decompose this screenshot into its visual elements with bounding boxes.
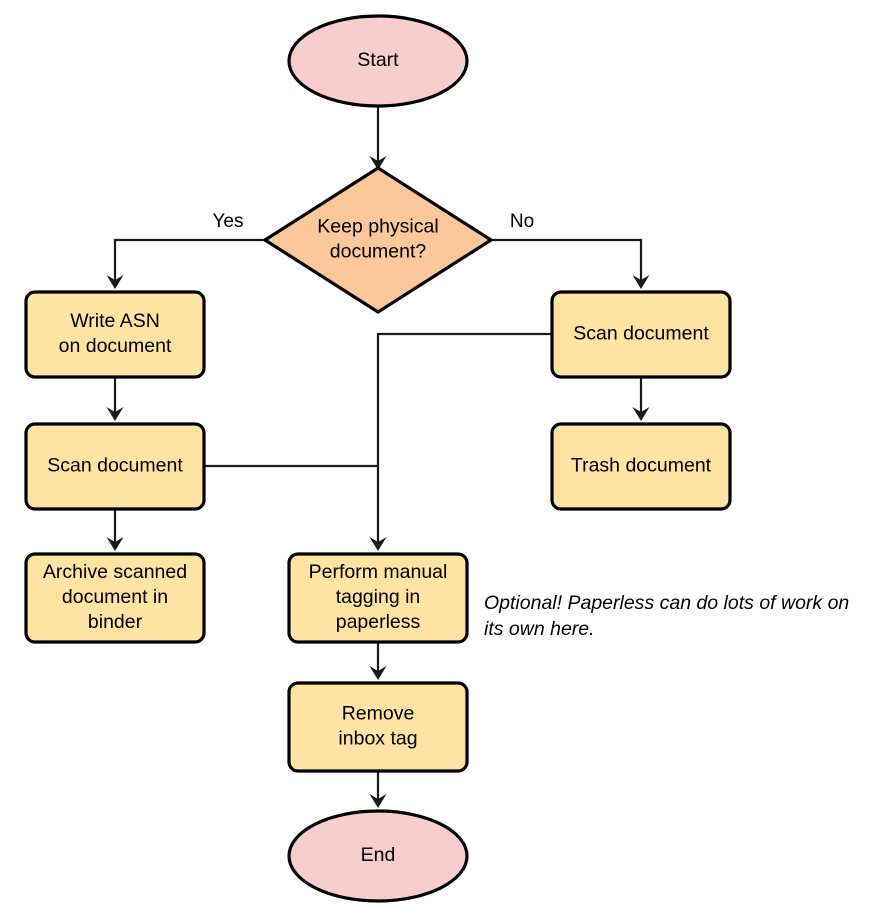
- edge-line: [376, 332, 552, 543]
- node-label: tagging in: [336, 586, 421, 608]
- arrowhead-icon: [369, 794, 387, 808]
- node-label: Perform manual: [309, 561, 448, 583]
- node-scan-left[interactable]: Scan document: [24, 422, 206, 511]
- edge-e-remove-end: [369, 771, 387, 808]
- process-shape[interactable]: [550, 422, 732, 511]
- edge-e-scanright-tagging: [369, 332, 552, 551]
- edge-e-scanleft-archive: [106, 509, 124, 551]
- process-shape[interactable]: [287, 552, 469, 644]
- edge-labels-layer: Yes No: [213, 211, 535, 232]
- annotation-optional-note: Optional! Paperless can do lots of work …: [484, 592, 849, 640]
- edge-e-decision-yes: [106, 238, 265, 289]
- edge-e-writeasn-scanleft: [106, 377, 124, 421]
- node-label: End: [361, 844, 396, 866]
- edges-layer: [106, 106, 650, 808]
- node-label: Archive scanned: [43, 561, 187, 583]
- process-shape[interactable]: [24, 290, 206, 379]
- edge-label-e-decision-yes: Yes: [213, 211, 244, 232]
- edge-e-scanright-trash: [632, 377, 650, 421]
- node-remove-inbox[interactable]: Remove inbox tag: [287, 681, 469, 773]
- terminator-shape[interactable]: [287, 14, 469, 108]
- node-label: document?: [330, 241, 427, 263]
- edge-label-e-decision-no: No: [510, 211, 534, 232]
- process-shape[interactable]: [287, 681, 469, 773]
- node-label: on document: [59, 335, 172, 357]
- edge-e-decision-no: [491, 238, 650, 289]
- annotations-layer: Optional! Paperless can do lots of work …: [484, 592, 849, 640]
- arrowhead-icon: [369, 666, 387, 680]
- node-start[interactable]: Start: [287, 14, 469, 108]
- process-shape[interactable]: [24, 552, 206, 644]
- node-decision[interactable]: Keep physical document?: [263, 166, 493, 314]
- arrowhead-icon: [632, 275, 650, 289]
- arrowhead-icon: [106, 275, 124, 289]
- node-label: inbox tag: [338, 728, 417, 750]
- node-end[interactable]: End: [287, 809, 469, 903]
- annotation-line: its own here.: [484, 618, 595, 640]
- arrowhead-icon: [106, 537, 124, 551]
- edge-e-start-decision: [369, 106, 387, 170]
- node-label: Trash document: [571, 455, 712, 477]
- node-label: Start: [357, 49, 399, 71]
- arrowhead-icon: [632, 407, 650, 421]
- node-label: Remove: [342, 703, 415, 725]
- decision-shape[interactable]: [263, 166, 493, 314]
- node-manual-tagging[interactable]: Perform manual tagging in paperless: [287, 552, 469, 644]
- process-shape[interactable]: [24, 422, 206, 511]
- arrowhead-icon: [106, 407, 124, 421]
- arrowhead-icon: [369, 156, 387, 170]
- node-label: Scan document: [573, 323, 709, 345]
- node-label: Write ASN: [70, 310, 160, 332]
- node-label: paperless: [336, 611, 421, 633]
- edge-line: [491, 238, 643, 281]
- node-label: Keep physical: [317, 216, 438, 238]
- arrowhead-icon: [369, 537, 387, 551]
- node-write-asn[interactable]: Write ASN on document: [24, 290, 206, 379]
- node-archive[interactable]: Archive scanned document in binder: [24, 552, 206, 644]
- node-scan-right[interactable]: Scan document: [550, 290, 732, 379]
- edge-line: [113, 238, 265, 281]
- node-label: binder: [88, 611, 143, 633]
- annotation-line: Optional! Paperless can do lots of work …: [484, 592, 849, 614]
- process-shape[interactable]: [550, 290, 732, 379]
- edge-e-tagging-remove: [369, 642, 387, 680]
- node-label: document in: [62, 586, 168, 608]
- terminator-shape[interactable]: [287, 809, 469, 903]
- node-label: Scan document: [47, 455, 183, 477]
- node-trash[interactable]: Trash document: [550, 422, 732, 511]
